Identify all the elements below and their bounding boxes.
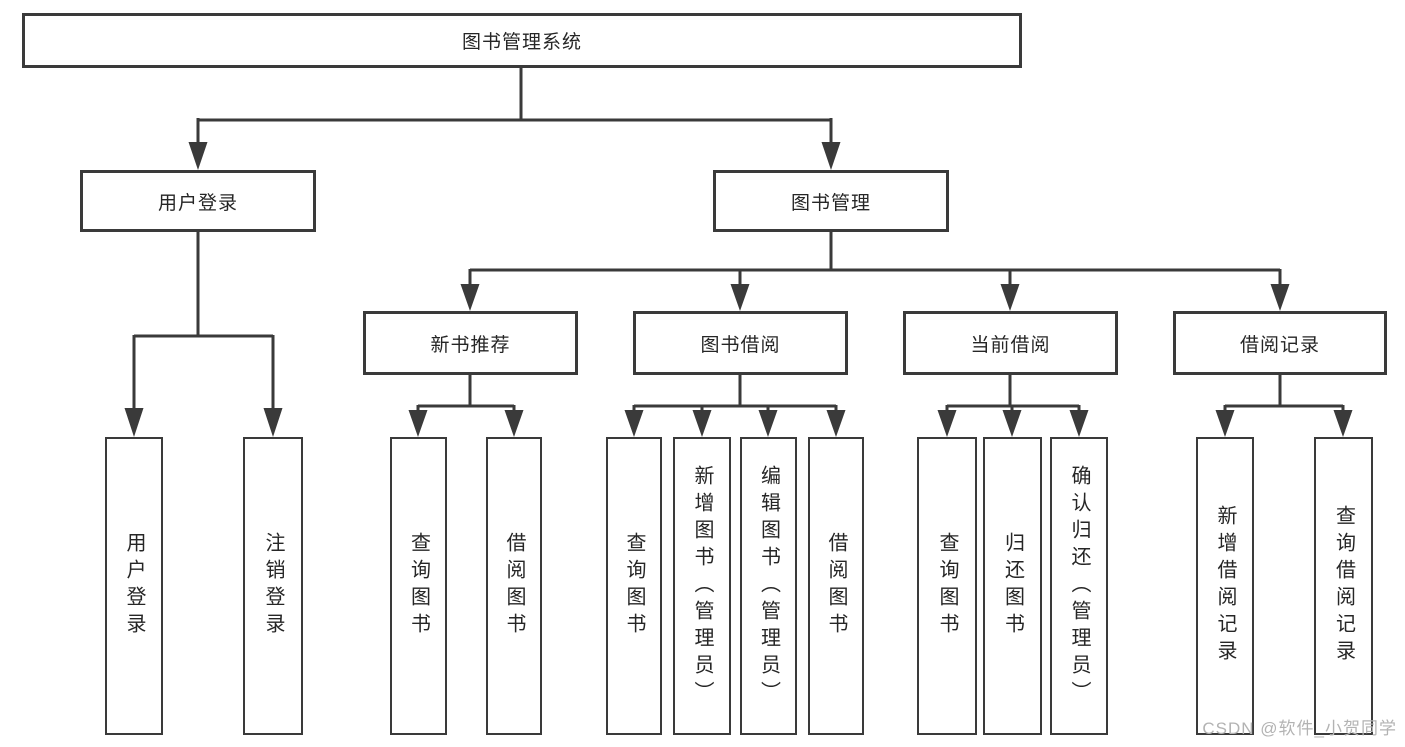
leaf-query-books-1: 查询图书 [390, 437, 447, 735]
leaf-edit-books-admin: 编辑图书（管理员） [740, 437, 797, 735]
leaf-label: 查询图书 [407, 532, 430, 640]
node-root-label: 图书管理系统 [461, 32, 582, 53]
tree-edges [132, 68, 1345, 414]
node-book-borrow: 图书借阅 [633, 311, 848, 375]
node-new-book-recommend: 新书推荐 [363, 311, 578, 375]
leaf-label: 借阅图书 [503, 532, 525, 640]
leaf-label: 注销登录 [262, 532, 284, 640]
leaf-label: 查询借阅记录 [1332, 505, 1355, 667]
leaf-query-borrow-record: 查询借阅记录 [1314, 437, 1373, 735]
leaf-confirm-return-admin: 确认归还（管理员） [1050, 437, 1108, 735]
leaf-borrow-books-2: 借阅图书 [808, 437, 864, 735]
leaf-label: 查询图书 [936, 532, 958, 640]
node-book-management-label: 图书管理 [790, 192, 871, 214]
csdn-watermark: CSDN @软件_小贺同学 [1202, 719, 1397, 738]
node-borrow-records-label: 借阅记录 [1239, 334, 1320, 356]
leaf-label: 新增图书（管理员） [691, 464, 713, 708]
leaf-label: 归还图书 [1001, 532, 1024, 640]
node-book-management: 图书管理 [713, 170, 949, 232]
leaf-return-books: 归还图书 [983, 437, 1042, 735]
leaf-label: 查询图书 [623, 532, 645, 640]
leaf-label: 新增借阅记录 [1214, 505, 1236, 667]
leaf-borrow-books-1: 借阅图书 [486, 437, 542, 735]
node-borrow-records: 借阅记录 [1173, 311, 1387, 375]
leaf-add-borrow-record: 新增借阅记录 [1196, 437, 1254, 735]
leaf-logout: 注销登录 [243, 437, 303, 735]
node-user-login-label: 用户登录 [157, 192, 238, 214]
node-root: 图书管理系统 [22, 13, 1022, 68]
node-current-borrow-label: 当前借阅 [970, 334, 1051, 356]
node-book-borrow-label: 图书借阅 [700, 334, 781, 356]
leaf-query-books-3: 查询图书 [917, 437, 977, 735]
node-current-borrow: 当前借阅 [903, 311, 1118, 375]
leaf-label: 借阅图书 [825, 532, 847, 640]
leaf-label: 确认归还（管理员） [1068, 464, 1090, 708]
node-new-book-recommend-label: 新书推荐 [430, 334, 511, 356]
leaf-user-login: 用户登录 [105, 437, 163, 735]
leaf-query-books-2: 查询图书 [606, 437, 662, 735]
leaf-add-books-admin: 新增图书（管理员） [673, 437, 731, 735]
leaf-label: 编辑图书（管理员） [757, 464, 780, 708]
arrowheads [124, 142, 1353, 437]
node-user-login: 用户登录 [80, 170, 316, 232]
leaf-label: 用户登录 [123, 532, 145, 640]
